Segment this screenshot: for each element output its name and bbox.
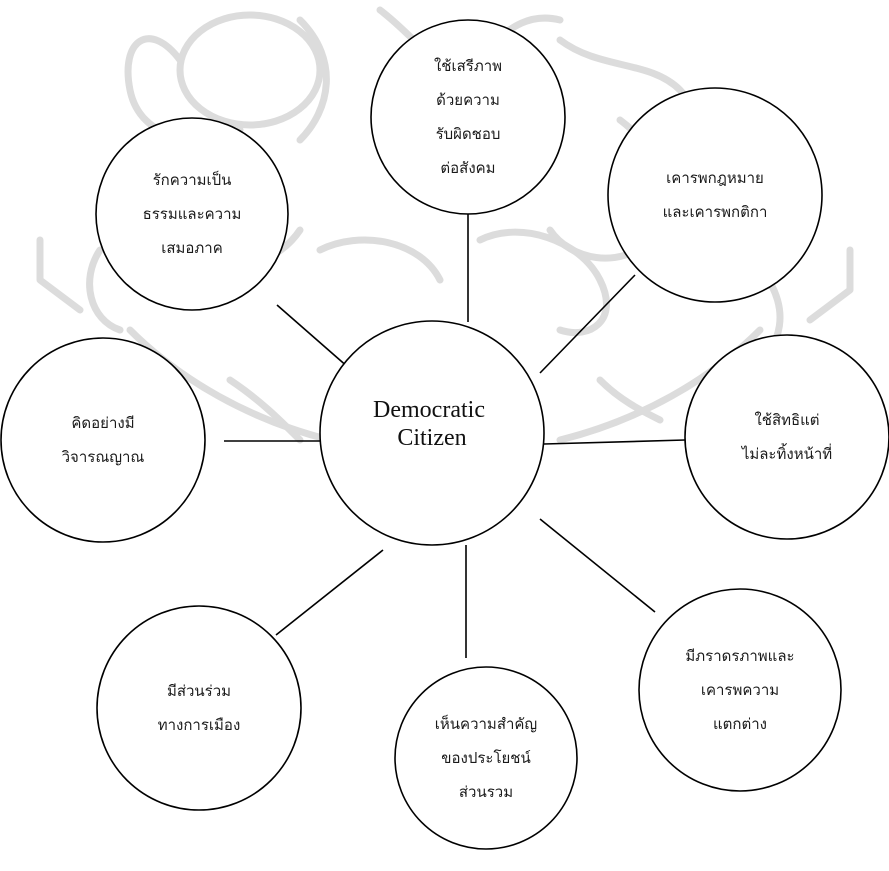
node-label-line: รักความเป็น [153, 170, 232, 189]
node-circle-bottom [394, 666, 578, 850]
node-circle-top [370, 19, 566, 215]
node-label-line: แตกต่าง [713, 715, 767, 733]
node-label-line: มีส่วนร่วม [167, 682, 231, 700]
node-label-bottom: เห็นความสำคัญของประโยชน์ส่วนรวม [435, 714, 537, 801]
node-circle-top-right [607, 87, 823, 303]
node-left: คิดอย่างมีวิจารณญาณ [0, 337, 206, 543]
node-label-line: วิจารณญาณ [61, 448, 144, 466]
node-label-line: ใช้สิทธิแต่ [754, 411, 819, 429]
node-right: ใช้สิทธิแต่ไม่ละทิ้งหน้าที่ [684, 334, 889, 540]
connector-line-right [543, 439, 686, 445]
node-label-line: ต่อสังคม [440, 159, 495, 177]
node-label-top-right: เคารพกฎหมายและเคารพกติกา [663, 169, 768, 221]
node-top-right: เคารพกฎหมายและเคารพกติกา [607, 87, 823, 303]
node-bottom-right: มีภราดรภาพและเคารพความแตกต่าง [638, 588, 842, 792]
node-label-right: ใช้สิทธิแต่ไม่ละทิ้งหน้าที่ [741, 411, 832, 463]
node-label-line: เสมอภาค [161, 239, 223, 257]
node-top: ใช้เสรีภาพด้วยความรับผิดชอบต่อสังคม [370, 19, 566, 215]
connector-line-bottom-right [539, 518, 656, 613]
node-bottom: เห็นความสำคัญของประโยชน์ส่วนรวม [394, 666, 578, 850]
node-circle-bottom-right [638, 588, 842, 792]
node-label-bottom-left: มีส่วนร่วมทางการเมือง [158, 682, 241, 734]
connector-lines [224, 214, 686, 658]
connector-line-top-right [539, 274, 636, 374]
node-label-line: ส่วนรวม [459, 783, 513, 801]
center-label-line: Democratic [373, 397, 485, 423]
node-label-line: รับผิดชอบ [436, 125, 501, 143]
node-label-left: คิดอย่างมีวิจารณญาณ [61, 414, 144, 466]
connector-line-top-left [276, 304, 350, 369]
node-label-bottom-right: มีภราดรภาพและเคารพความแตกต่าง [685, 647, 794, 733]
connector-line-bottom-left [275, 549, 384, 636]
node-circle-top-left [95, 117, 289, 311]
node-circle-right [684, 334, 889, 540]
node-label-line: ด้วยความ [436, 91, 500, 109]
node-label-line: เห็นความสำคัญ [435, 714, 537, 733]
node-top-left: รักความเป็นธรรมและความเสมอภาค [95, 117, 289, 311]
node-label-line: มีภราดรภาพและ [685, 647, 794, 665]
center-node-circle [319, 320, 545, 546]
node-label-line: ธรรมและความ [143, 205, 242, 223]
node-label-line: ใช้เสรีภาพ [434, 57, 502, 75]
node-circle-left [0, 337, 206, 543]
center-label-line: Citizen [397, 425, 466, 451]
node-label-line: เคารพความ [701, 681, 779, 699]
node-label-line: ทางการเมือง [158, 716, 241, 734]
node-label-top: ใช้เสรีภาพด้วยความรับผิดชอบต่อสังคม [434, 57, 502, 177]
node-label-line: ไม่ละทิ้งหน้าที่ [741, 443, 832, 463]
node-bottom-left: มีส่วนร่วมทางการเมือง [96, 605, 302, 811]
node-circle-bottom-left [96, 605, 302, 811]
center-node: Democratic Citizen [319, 320, 545, 546]
node-label-line: ของประโยชน์ [441, 749, 531, 767]
node-label-line: คิดอย่างมี [71, 414, 134, 432]
node-label-line: และเคารพกติกา [663, 203, 768, 221]
node-label-top-left: รักความเป็นธรรมและความเสมอภาค [143, 170, 242, 257]
outer-nodes: ใช้เสรีภาพด้วยความรับผิดชอบต่อสังคมเคารพ… [0, 19, 889, 850]
center-node-label: Democratic Citizen [373, 397, 491, 451]
node-label-line: เคารพกฎหมาย [666, 169, 764, 187]
